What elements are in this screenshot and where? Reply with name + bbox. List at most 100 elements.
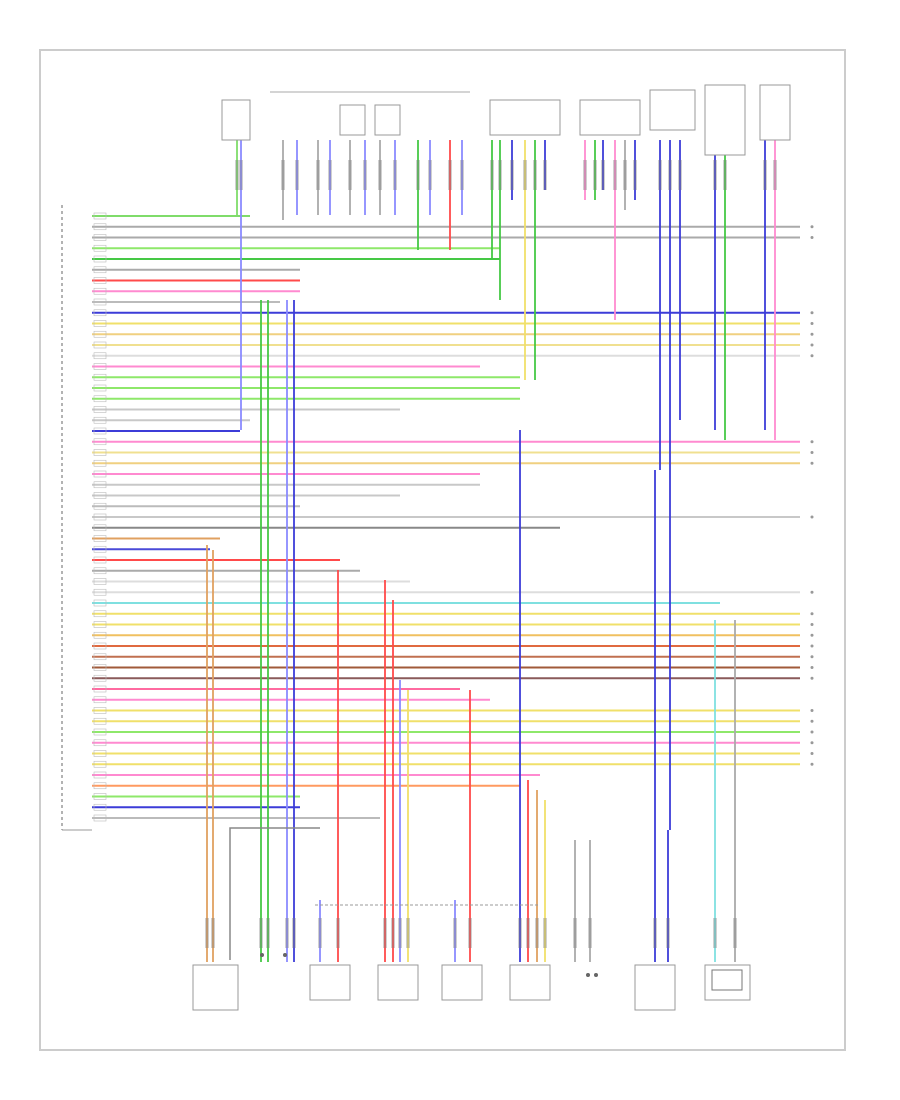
wire-label-strip xyxy=(453,918,457,948)
pin-number-box xyxy=(93,653,107,661)
top-connector xyxy=(579,99,641,136)
wire-label-strip xyxy=(292,918,296,948)
wire-terminal xyxy=(810,655,814,659)
pin-number-box xyxy=(93,728,107,736)
bottom-connector xyxy=(441,964,483,1001)
wire-label-strip xyxy=(498,160,502,190)
pin-number-box xyxy=(93,481,107,489)
wire-label-strip xyxy=(543,160,547,190)
wire-terminal xyxy=(810,762,814,766)
wire-terminal xyxy=(810,730,814,734)
pin-number-box xyxy=(93,277,107,284)
pin-number-box xyxy=(93,438,107,446)
pin-number-box xyxy=(93,610,107,618)
pin-number-box xyxy=(93,664,107,671)
wire-label-strip xyxy=(391,918,395,948)
wire-label-strip xyxy=(601,160,605,190)
wire-label-strip xyxy=(281,160,285,190)
wire-label-strip xyxy=(678,160,682,190)
pin-number-box xyxy=(93,621,107,628)
wire-terminal xyxy=(810,515,814,519)
wire-label-strip xyxy=(490,160,494,190)
pin-number-box xyxy=(93,642,107,650)
pin-number-box xyxy=(93,298,107,306)
pin-number-box xyxy=(93,266,107,274)
components xyxy=(192,84,791,1011)
wire-label-strip xyxy=(773,160,777,190)
pin-number-box xyxy=(93,470,107,478)
pin-number-box xyxy=(93,685,107,693)
wire-label-strip xyxy=(593,160,597,190)
wire-terminal xyxy=(810,225,814,229)
wire-label-strip xyxy=(295,160,299,190)
top-connector xyxy=(649,89,696,131)
wire-terminal xyxy=(810,752,814,755)
wire-label-strip xyxy=(518,918,522,948)
pin-number-box xyxy=(93,599,107,607)
wire-terminal xyxy=(810,590,814,594)
pin-number-box xyxy=(93,502,107,510)
wire-terminal xyxy=(810,440,814,444)
wire-label-strip xyxy=(523,160,527,190)
wire-label-strip xyxy=(383,918,387,948)
pin-number-box xyxy=(93,793,107,800)
pin-number-box xyxy=(93,739,107,747)
pin-number-box xyxy=(93,567,107,575)
ground-terminal xyxy=(260,953,264,957)
wire-label-strip xyxy=(623,160,627,190)
wire-terminal xyxy=(810,741,814,745)
pin-number-box xyxy=(93,492,107,499)
sensor-symbol xyxy=(711,969,743,991)
wire-label-strip xyxy=(573,918,577,948)
wire-label-strip xyxy=(259,918,263,948)
pin-number-box xyxy=(93,330,107,338)
pin-number-box xyxy=(93,406,107,413)
wire-terminal xyxy=(810,311,814,315)
pin-number-box xyxy=(93,309,107,317)
wire-label-strip xyxy=(763,160,767,190)
pin-number-box xyxy=(93,814,107,822)
pin-number-box xyxy=(93,750,107,757)
bottom-connector xyxy=(634,964,676,1011)
wire-label-strip xyxy=(666,918,670,948)
top-connector xyxy=(759,84,791,141)
top-connector xyxy=(339,104,366,136)
pin-number-box xyxy=(93,373,107,381)
ground-terminal xyxy=(283,953,287,957)
wire-terminal xyxy=(810,719,814,723)
wire-label-strip xyxy=(393,160,397,190)
pin-number-box xyxy=(93,803,107,811)
wire-terminal xyxy=(810,709,814,712)
pin-number-box xyxy=(93,717,107,725)
wire-terminal xyxy=(810,623,814,626)
bottom-connector xyxy=(192,964,239,1011)
pin-number-box xyxy=(93,223,107,231)
wire-label-strip xyxy=(713,160,717,190)
pin-number-box xyxy=(93,341,107,349)
pin-number-box xyxy=(93,459,107,467)
wire-label-strip xyxy=(318,918,322,948)
bottom-connector xyxy=(377,964,419,1001)
pin-number-box xyxy=(93,449,107,456)
wire-terminal xyxy=(810,354,814,358)
wire-label-strip xyxy=(510,160,514,190)
wire-label-strip xyxy=(235,160,239,190)
pin-number-box xyxy=(93,255,107,263)
wire-terminal xyxy=(810,332,814,336)
pin-number-box xyxy=(93,244,107,252)
bottom-connector xyxy=(309,964,351,1001)
pin-number-box xyxy=(93,588,107,596)
wire-label-strip xyxy=(363,160,367,190)
pin-number-box xyxy=(93,535,107,542)
wire-label-strip xyxy=(205,918,209,948)
wire-terminal xyxy=(810,451,814,454)
wire-label-strip xyxy=(543,918,547,948)
pin-number-box xyxy=(93,234,107,241)
pin-number-box xyxy=(93,545,107,553)
pin-number-box xyxy=(93,578,107,585)
pin-number-box xyxy=(93,287,107,295)
pin-number-box xyxy=(93,782,107,790)
pin-number-box xyxy=(93,674,107,682)
pin-number-box xyxy=(93,707,107,714)
